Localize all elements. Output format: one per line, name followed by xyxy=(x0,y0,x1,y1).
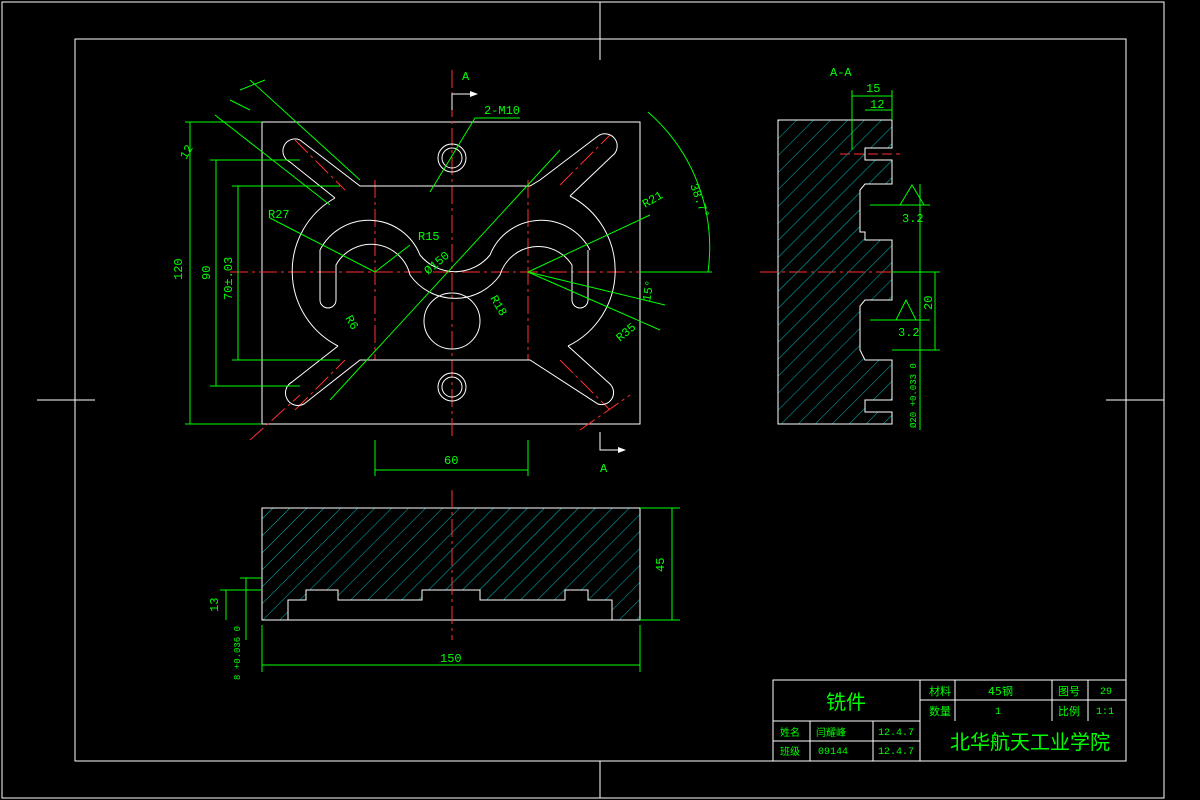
w150-label: 150 xyxy=(440,652,462,666)
section-marks xyxy=(451,93,618,451)
angle-15-label: 15° xyxy=(640,279,658,303)
side-12-label: 12 xyxy=(870,98,884,112)
section-view: A-A 15 12 3.2 3.2 20 Ø20 +0.033 0 xyxy=(760,66,940,430)
section-dimension-lines xyxy=(851,90,940,430)
school-name: 北华航天工业学院 xyxy=(950,730,1110,754)
drawing-no-label: 图号 xyxy=(1058,685,1080,698)
h70-label: 70±.03 xyxy=(222,257,236,300)
r35-label: R35 xyxy=(614,320,640,345)
roughness-2: 3.2 xyxy=(898,326,920,340)
side-tol-label: Ø20 +0.033 0 xyxy=(909,363,919,428)
section-view-title: A-A xyxy=(830,66,852,80)
scale-value: 1:1 xyxy=(1096,707,1114,718)
w12-label: 12 xyxy=(177,143,196,162)
section-label-bottom: A xyxy=(600,462,608,476)
drawing-no-value: 29 xyxy=(1100,687,1112,698)
h120-label: 120 xyxy=(172,258,186,280)
r6-label: R6 xyxy=(342,313,361,332)
qty-label: 数量 xyxy=(929,705,951,718)
material-value: 45钢 xyxy=(988,685,1013,698)
date-2: 12.4.7 xyxy=(878,747,914,758)
thread-label: 2-M10 xyxy=(484,104,520,118)
section-label-top: A xyxy=(462,70,470,84)
side-15-label: 15 xyxy=(866,82,880,96)
title-block: 铣件 材料 45钢 图号 29 数量 1 比例 1:1 姓名 闫耀峰 12.4.… xyxy=(772,679,1127,762)
part-name: 铣件 xyxy=(826,690,866,714)
qty-value: 1 xyxy=(995,707,1001,718)
front-view: A A 2-M10 38.7° R21 R27 R15 Ø150 R18 R6 … xyxy=(172,70,712,476)
tol8-label: 8 +0.036 0 xyxy=(233,626,243,680)
id-value: 09144 xyxy=(818,747,848,758)
roughness-1: 3.2 xyxy=(902,212,924,226)
centerlines xyxy=(230,70,710,441)
date-1: 12.4.7 xyxy=(878,728,914,739)
side-20-label: 20 xyxy=(922,296,936,310)
h45-label: 45 xyxy=(654,558,668,572)
h90-label: 90 xyxy=(200,266,214,280)
name-value: 闫耀峰 xyxy=(816,726,846,739)
material-label: 材料 xyxy=(929,684,951,698)
r18-label: R18 xyxy=(487,293,510,319)
r27-label: R27 xyxy=(268,208,290,222)
w60-label: 60 xyxy=(444,454,458,468)
scale-label: 比例 xyxy=(1058,704,1080,718)
bottom-view: 150 45 13 8 +0.036 0 xyxy=(208,490,680,680)
drawing-frame xyxy=(1,1,1165,799)
name-label: 姓名 xyxy=(780,726,800,739)
r15-label: R15 xyxy=(418,230,440,244)
r21-label: R21 xyxy=(640,189,666,212)
dimension-lines xyxy=(185,79,712,476)
cavity-outline xyxy=(282,133,618,407)
h13-label: 13 xyxy=(208,598,222,612)
dia150-label: Ø150 xyxy=(422,249,453,278)
angle-38-label: 38.7° xyxy=(686,182,711,221)
bottom-dimension-lines xyxy=(220,507,680,672)
id-label: 班级 xyxy=(780,746,800,758)
